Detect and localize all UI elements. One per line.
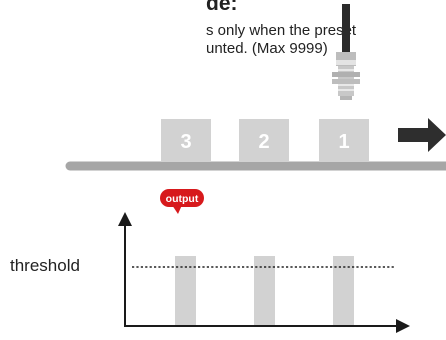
y-axis-arrowhead xyxy=(118,212,132,226)
signal-pulse xyxy=(254,256,275,326)
description-line-1: s only when the preset xyxy=(206,22,357,39)
mode-description: s only when the preset unted. (Max 9999) xyxy=(206,22,356,58)
output-bubble: output xyxy=(160,189,204,214)
x-axis-arrowhead xyxy=(396,319,410,333)
signal-pulse xyxy=(175,256,196,326)
conveyor-box-label: 2 xyxy=(258,131,269,153)
arrow-right-icon xyxy=(398,118,446,152)
mode-title: de: xyxy=(206,0,238,15)
description-line-2: unted. (Max 9999) xyxy=(206,40,328,57)
output-label: output xyxy=(166,193,199,205)
threshold-label: threshold xyxy=(10,256,80,275)
conveyor-box-2: 2 xyxy=(239,119,289,161)
proximity-sensor-icon xyxy=(332,4,360,100)
conveyor-box-1: 1 xyxy=(319,119,369,161)
conveyor-box-3: 3 xyxy=(161,119,211,161)
conveyor-box-label: 3 xyxy=(180,131,191,153)
signal-pulse xyxy=(333,256,354,326)
conveyor-box-label: 1 xyxy=(338,131,349,153)
